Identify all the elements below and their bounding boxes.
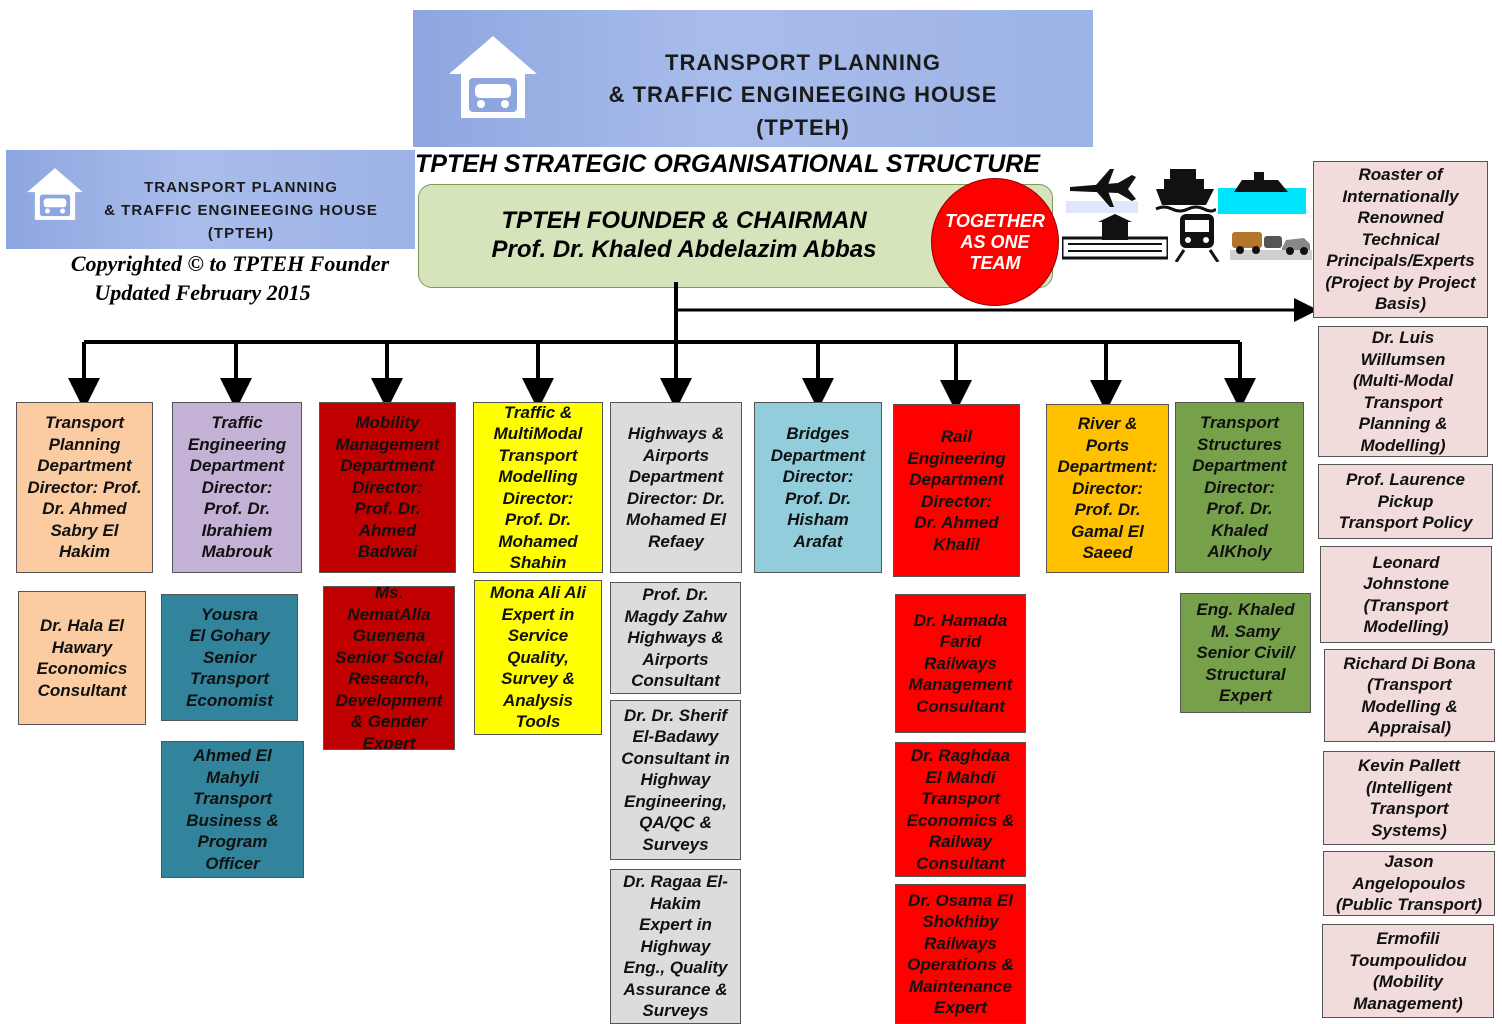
copyright-line-2: Updated February 2015	[94, 280, 311, 305]
staff-osama-el-shokhiby: Dr. Osama El Shokhiby Railways Operation…	[895, 884, 1026, 1024]
staff-sherif-el-badawy: Dr. Dr. Sherif El-Badawy Consultant in H…	[610, 700, 741, 860]
dept-river-ports: River & Ports Department: Director: Prof…	[1046, 404, 1169, 573]
airplane-icon	[1066, 169, 1138, 213]
ferry-icon	[1218, 172, 1306, 214]
header-banner-large: TRANSPORT PLANNING & TRAFFIC ENGINEEGING…	[413, 10, 1093, 147]
copyright-line-1: Copyrighted © to TPTEH Founder	[70, 251, 390, 276]
dept-bridges: Bridges Department Director: Prof. Dr. H…	[754, 402, 882, 573]
staff-ahmed-el-mahyli: Ahmed El Mahyli Transport Business & Pro…	[161, 741, 304, 878]
staff-hamada-farid: Dr. Hamada Farid Railways Management Con…	[895, 594, 1026, 733]
banner-small-line-2: & TRAFFIC ENGINEEGING HOUSE	[104, 202, 378, 219]
dept-rail-engineering: Rail Engineering Department Director: Dr…	[893, 404, 1020, 577]
expert-luis-willumsen: Dr. Luis Willumsen (Multi-Modal Transpor…	[1318, 326, 1488, 457]
dept-transport-planning: Transport Planning Department Director: …	[16, 402, 153, 573]
staff-hala-el-hawary: Dr. Hala El Hawary Economics Consultant	[18, 591, 146, 725]
dept-transport-structures: Transport Structures Department Director…	[1175, 402, 1304, 573]
header-banner-small: TRANSPORT PLANNING & TRAFFIC ENGINEEGING…	[6, 150, 415, 249]
staff-khaled-samy: Eng. Khaled M. Samy Senior Civil/ Struct…	[1180, 593, 1311, 713]
banner-line-3: (TPTEH)	[756, 115, 850, 140]
expert-jason-angelopoulos: Jason Angelopoulos (Public Transport)	[1323, 851, 1495, 916]
experts-roaster-header: Roaster of Internationally Renowned Tech…	[1313, 161, 1488, 318]
dept-traffic-engineering: Traffic Engineering Department Director:…	[172, 402, 302, 573]
house-car-logo-icon	[27, 168, 83, 220]
train-station-icon	[1062, 214, 1168, 260]
founder-name: Prof. Dr. Khaled Abdelazim Abbas	[491, 236, 877, 263]
staff-mona-ali-ali: Mona Ali Ali Expert in Service Quality, …	[474, 580, 602, 735]
expert-laurence-pickup: Prof. Laurence Pickup Transport Policy	[1318, 464, 1493, 539]
cars-icon	[1230, 232, 1312, 260]
banner-small-line-1: TRANSPORT PLANNING	[144, 179, 338, 196]
dept-mobility-management: Mobility Management Department Director:…	[319, 402, 456, 573]
ship-icon	[1155, 169, 1216, 213]
expert-kevin-pallett: Kevin Pallett (Intelligent Transport Sys…	[1323, 751, 1495, 845]
staff-raghdaa-el-mahdi: Dr. Raghdaa El Mahdi Transport Economics…	[895, 742, 1026, 877]
page-title: TPTEH STRATEGIC ORGANISATIONAL STRUCTURE	[415, 150, 1040, 178]
expert-ermofili-toumpoulidou: Ermofili Toumpoulidou (Mobility Manageme…	[1322, 924, 1494, 1018]
banner-line-2: & TRAFFIC ENGINEEGING HOUSE	[608, 82, 998, 107]
dept-highways-airports: Highways & Airports Department Director:…	[610, 402, 742, 573]
founder-title: TPTEH FOUNDER & CHAIRMAN	[501, 207, 867, 234]
staff-nematalla-guenena: Ms. NematAlla Guenena Senior Social Rese…	[323, 586, 455, 750]
staff-yousra-el-gohary: Yousra El Gohary Senior Transport Econom…	[161, 594, 298, 721]
metro-train-icon	[1174, 214, 1220, 262]
expert-richard-di-bona: Richard Di Bona (Transport Modelling & A…	[1324, 649, 1495, 742]
house-car-logo-icon	[449, 36, 537, 118]
dept-multimodal-modelling: Traffic & MultiModal Transport Modelling…	[473, 402, 603, 573]
staff-magdy-zahw: Prof. Dr. Magdy Zahw Highways & Airports…	[610, 582, 741, 694]
banner-small-line-3: (TPTEH)	[207, 225, 275, 242]
banner-line-1: TRANSPORT PLANNING	[665, 50, 941, 75]
expert-leonard-johnstone: Leonard Johnstone (Transport Modelling)	[1320, 546, 1492, 643]
copyright-text: Copyrighted © to TPTEH Founder Updated F…	[30, 249, 430, 307]
team-badge: TOGETHER AS ONE TEAM	[931, 178, 1059, 306]
staff-ragaa-el-hakim: Dr. Ragaa El- Hakim Expert in Highway En…	[610, 869, 741, 1024]
